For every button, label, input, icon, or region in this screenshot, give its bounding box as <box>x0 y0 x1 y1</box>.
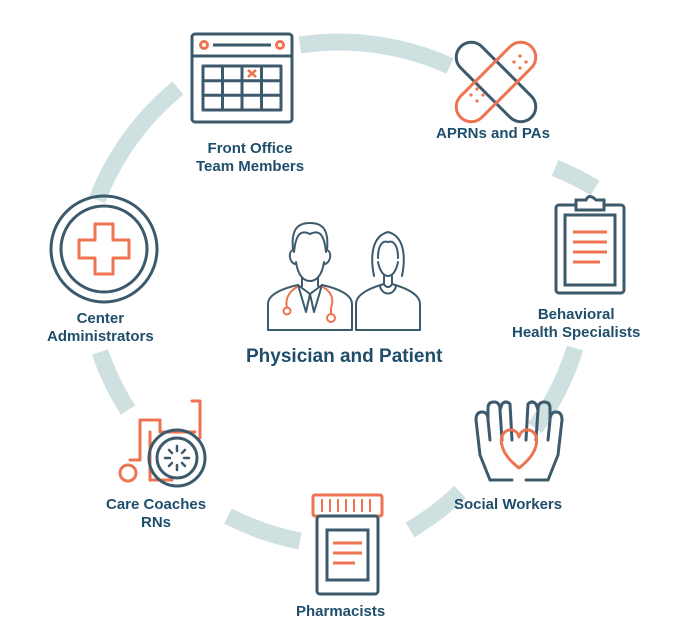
medical-cross-icon <box>49 194 159 304</box>
ring-arc-lower-right <box>405 485 466 538</box>
care-ring <box>89 33 600 550</box>
label-aprns-line1: APRNs and PAs <box>436 125 550 142</box>
wheelchair-icon <box>118 399 207 488</box>
label-pharmacists: Pharmacists <box>296 603 385 621</box>
label-front-office: Front Office Team Members <box>196 140 304 176</box>
label-social-workers: Social Workers <box>454 496 562 514</box>
label-center-admin-line1: Center <box>76 310 125 327</box>
patient-figure <box>355 231 421 331</box>
label-care-coaches: Care Coaches RNs <box>106 496 206 532</box>
stethoscope <box>282 286 336 323</box>
physician-and-patient-icon <box>267 222 421 331</box>
ring-arc-bottom <box>224 508 302 550</box>
label-center-admin: Center Administrators <box>47 310 154 346</box>
ring-arc-left <box>91 349 136 415</box>
ring-arc-upper-left <box>89 81 184 204</box>
label-care-coaches-line1: Care Coaches <box>106 496 207 513</box>
center-label-text: Physician and Patient <box>246 346 443 367</box>
ring-arc-top <box>298 33 454 74</box>
heart-hands-icon <box>474 400 564 482</box>
label-behavioral-line1: Behavioral <box>537 306 615 323</box>
calendar-icon <box>190 32 294 124</box>
clipboard-icon <box>554 195 626 295</box>
pill-bottle-icon <box>311 493 384 596</box>
label-front-office-line1: Front Office <box>207 140 293 157</box>
label-aprns: APRNs and PAs <box>436 125 550 143</box>
bandage-icon <box>454 40 538 124</box>
ring-arc-upper-right <box>551 160 600 196</box>
label-behavioral-line2: Health Specialists <box>512 324 641 341</box>
center-label: Physician and Patient <box>246 346 442 368</box>
ring-arc-right <box>528 345 584 434</box>
label-front-office-line2: Team Members <box>196 158 305 175</box>
label-center-admin-line2: Administrators <box>47 328 154 345</box>
label-social-workers-line1: Social Workers <box>454 496 563 513</box>
physician-figure <box>267 222 353 331</box>
label-behavioral: Behavioral Health Specialists <box>512 306 640 342</box>
label-pharmacists-line1: Pharmacists <box>296 603 386 620</box>
label-care-coaches-line2: RNs <box>141 514 172 531</box>
